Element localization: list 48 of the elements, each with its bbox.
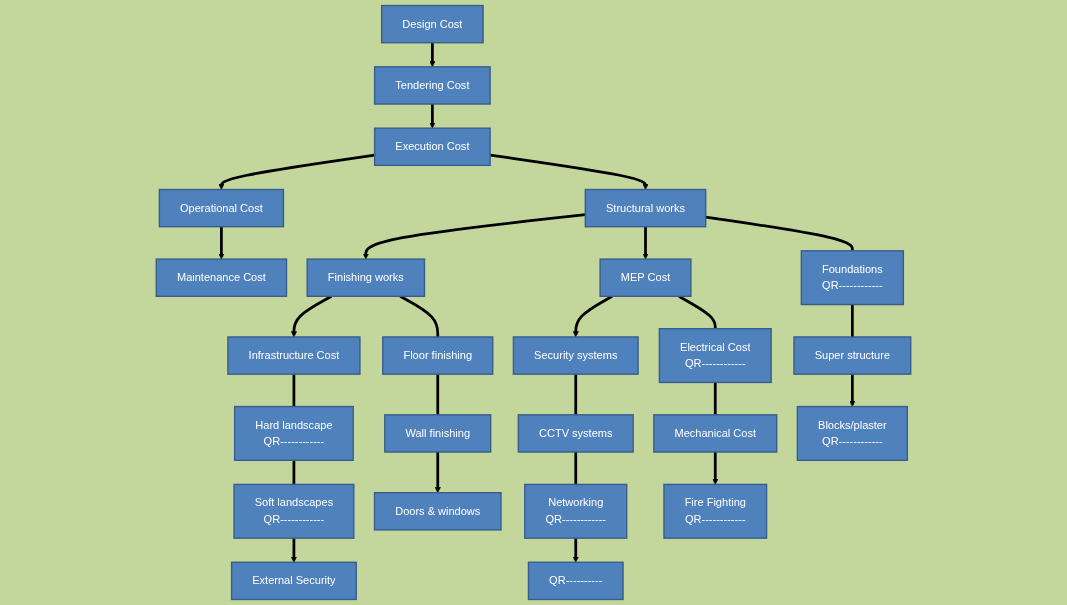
arrow (290, 538, 297, 563)
node-box: Infrastructure Cost (227, 336, 361, 375)
node-box: Tendering Cost (373, 66, 491, 105)
arrow (572, 295, 613, 338)
node-box: Operational Cost (158, 188, 285, 228)
node-box: Hard landscape QR------------ (233, 405, 354, 461)
node-box: Structural works (584, 188, 707, 228)
arrow (849, 374, 856, 407)
node-box: Blocks/plaster QR------------ (796, 405, 909, 461)
arrow (572, 538, 579, 563)
connector (574, 452, 578, 485)
connector (292, 374, 296, 407)
arrow (218, 226, 225, 260)
node-box: Wall finishing (384, 414, 492, 453)
arrow (429, 104, 436, 129)
arrow (290, 295, 333, 338)
node-box: Execution Cost (373, 127, 491, 167)
node-box: MEP Cost (599, 258, 692, 297)
node-box: Doors & windows (373, 492, 502, 531)
connector (713, 382, 717, 415)
node-box: External Security (230, 561, 357, 601)
connector (399, 295, 440, 337)
connector (574, 374, 578, 415)
arrow (218, 153, 375, 190)
node-box: QR---------- (527, 561, 624, 601)
arrow (642, 226, 649, 260)
connector (678, 295, 717, 329)
arrow (362, 213, 586, 260)
node-box: Fire Fighting QR------------ (663, 483, 768, 539)
node-box: Security systems (512, 336, 639, 375)
node-box: Electrical Cost QR------------ (658, 328, 772, 384)
arrow (434, 452, 441, 493)
node-box: Networking QR------------ (524, 483, 628, 539)
arrow (429, 42, 436, 68)
connector (436, 374, 440, 415)
node-box: Soft landscapes QR------------ (233, 483, 355, 539)
node-box: Floor finishing (382, 336, 494, 375)
connector (850, 304, 854, 337)
connector (292, 460, 296, 485)
arrow (712, 452, 719, 485)
node-box: CCTV systems (517, 414, 634, 453)
node-box: Foundations QR------------ (800, 250, 905, 306)
node-box: Finishing works (306, 258, 426, 297)
node-box: Mechanical Cost (653, 414, 778, 453)
connector (705, 215, 854, 251)
node-box: Super structure (793, 336, 912, 375)
node-box: Design Cost (381, 4, 484, 44)
node-box: Maintenance Cost (155, 258, 288, 297)
